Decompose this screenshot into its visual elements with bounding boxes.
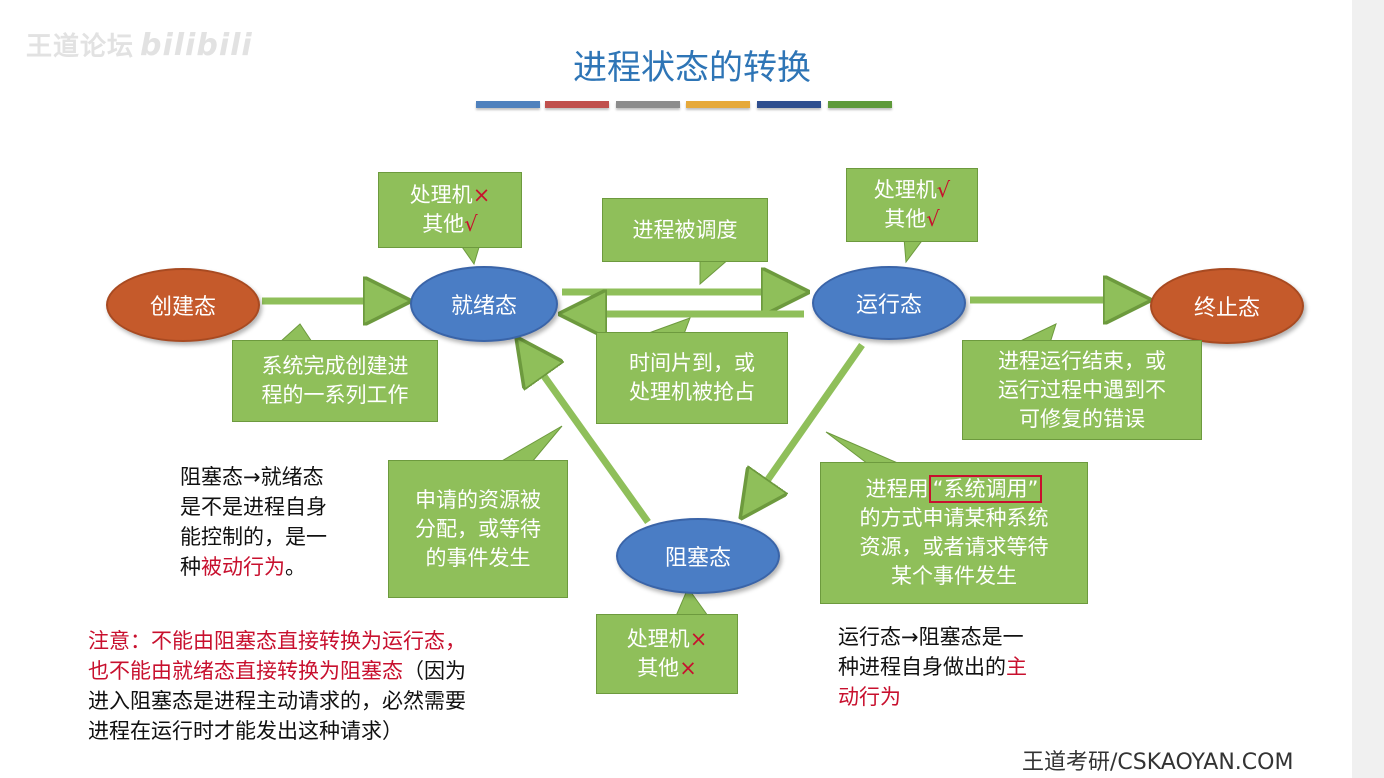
arrow-blocked-to-ready: [524, 348, 651, 525]
text: 的事件发生: [425, 545, 531, 570]
text: 阻塞态→就绪态: [180, 465, 324, 489]
text: 进入阻塞态是进程主动请求的，必然需要: [88, 689, 466, 713]
text-emphasis: 主: [1006, 655, 1027, 679]
text: 处理机: [873, 178, 937, 202]
arrow-running-to-blocked: [748, 342, 865, 508]
text: 程的一系列工作: [261, 383, 409, 407]
page-title: 进程状态的转换: [573, 48, 811, 88]
tail-syscall: [825, 431, 901, 465]
text: 其他: [422, 212, 465, 236]
warning-line-2: 也不能由就绪态直接转换为阻塞态: [88, 659, 403, 683]
text: 运行过程中遇到不: [998, 377, 1166, 402]
watermark-text: 王道论坛: [26, 32, 135, 62]
text: 进程在运行时才能发出这种请求）: [88, 719, 403, 743]
state-terminated-label: 终止态: [1193, 296, 1260, 321]
bubble-ready-condition: 处理机× 其他√: [378, 172, 522, 248]
check-icon: √: [926, 207, 940, 231]
footer-brand: 王道考研/CSKAOYAN.COM: [1022, 750, 1294, 775]
text: 进程被调度: [632, 217, 738, 242]
color-stripe-4: [686, 101, 750, 108]
text: 资源，或者请求等待: [859, 535, 1049, 559]
note-running-to-blocked: 运行态→阻塞态是一 种进程自身做出的主 动行为: [838, 622, 1027, 712]
check-icon: √: [936, 178, 951, 202]
text: 系统完成创建进: [261, 354, 409, 378]
text: 处理机: [409, 183, 473, 207]
color-stripe-3: [616, 101, 680, 108]
bubble-timeslice: 时间片到，或 处理机被抢占: [596, 332, 788, 424]
text: 进程用: [865, 477, 929, 501]
syscall-highlight: “系统调用”: [928, 475, 1043, 503]
state-create: 创建态: [106, 268, 260, 342]
cross-icon: ×: [689, 627, 708, 651]
state-running: 运行态: [812, 266, 966, 340]
state-ready-label: 就绪态: [450, 294, 517, 319]
bubble-blocked-condition: 处理机× 其他×: [596, 614, 738, 694]
text: 。: [285, 555, 306, 579]
bubble-running-condition: 处理机√ 其他√: [846, 168, 978, 242]
text: （因为: [403, 659, 466, 683]
text: 进程运行结束，或: [998, 348, 1166, 373]
text: 的方式申请某种系统: [859, 506, 1049, 530]
text: 运行态→阻塞态是一: [838, 625, 1024, 649]
bubble-run-end: 进程运行结束，或 运行过程中遇到不 可修复的错误: [962, 340, 1202, 440]
cross-icon: ×: [679, 656, 697, 680]
state-ready: 就绪态: [410, 266, 558, 342]
text: 种进程自身做出的: [838, 655, 1006, 679]
color-stripe-1: [476, 101, 540, 108]
text: 种: [180, 555, 201, 579]
bubble-syscall: 进程用“系统调用” 的方式申请某种系统 资源，或者请求等待 某个事件发生: [820, 462, 1088, 604]
text: 某个事件发生: [891, 564, 1017, 588]
right-edge-shade: [1352, 0, 1384, 778]
color-stripe-2: [545, 101, 609, 108]
state-running-label: 运行态: [855, 293, 922, 318]
bubble-resource: 申请的资源被 分配，或等待 的事件发生: [388, 460, 568, 598]
bubble-scheduled: 进程被调度: [602, 198, 768, 262]
bilibili-logo: bilibili: [140, 28, 253, 63]
state-blocked: 阻塞态: [616, 518, 780, 594]
text: 可修复的错误: [1019, 406, 1145, 431]
cross-icon: ×: [472, 183, 491, 207]
state-terminated: 终止态: [1150, 268, 1304, 344]
text: 是不是进程自身: [180, 495, 327, 519]
warning-line-1: 注意：不能由阻塞态直接转换为运行态，: [88, 629, 466, 653]
note-warning: 注意：不能由阻塞态直接转换为运行态， 也不能由就绪态直接转换为阻塞态（因为 进入…: [88, 626, 466, 746]
text: 其他: [884, 207, 927, 231]
state-create-label: 创建态: [149, 295, 216, 320]
text: 分配，或等待: [415, 516, 541, 541]
text: 处理机被抢占: [629, 380, 755, 404]
text-emphasis: 被动行为: [201, 555, 285, 579]
text: 申请的资源被: [415, 487, 541, 512]
text-emphasis: 动行为: [838, 685, 901, 709]
tail-resource: [498, 425, 563, 463]
text: 时间片到，或: [629, 351, 755, 375]
color-stripe-6: [828, 101, 892, 108]
check-icon: √: [464, 212, 478, 236]
color-stripe-5: [757, 101, 821, 108]
text: 其他: [637, 656, 680, 680]
note-blocked-to-ready: 阻塞态→就绪态 是不是进程自身 能控制的，是一 种被动行为。: [180, 462, 327, 582]
text: 能控制的，是一: [180, 525, 327, 549]
text: 处理机: [626, 627, 690, 651]
state-blocked-label: 阻塞态: [664, 546, 731, 571]
bubble-create-done: 系统完成创建进 程的一系列工作: [232, 340, 438, 422]
